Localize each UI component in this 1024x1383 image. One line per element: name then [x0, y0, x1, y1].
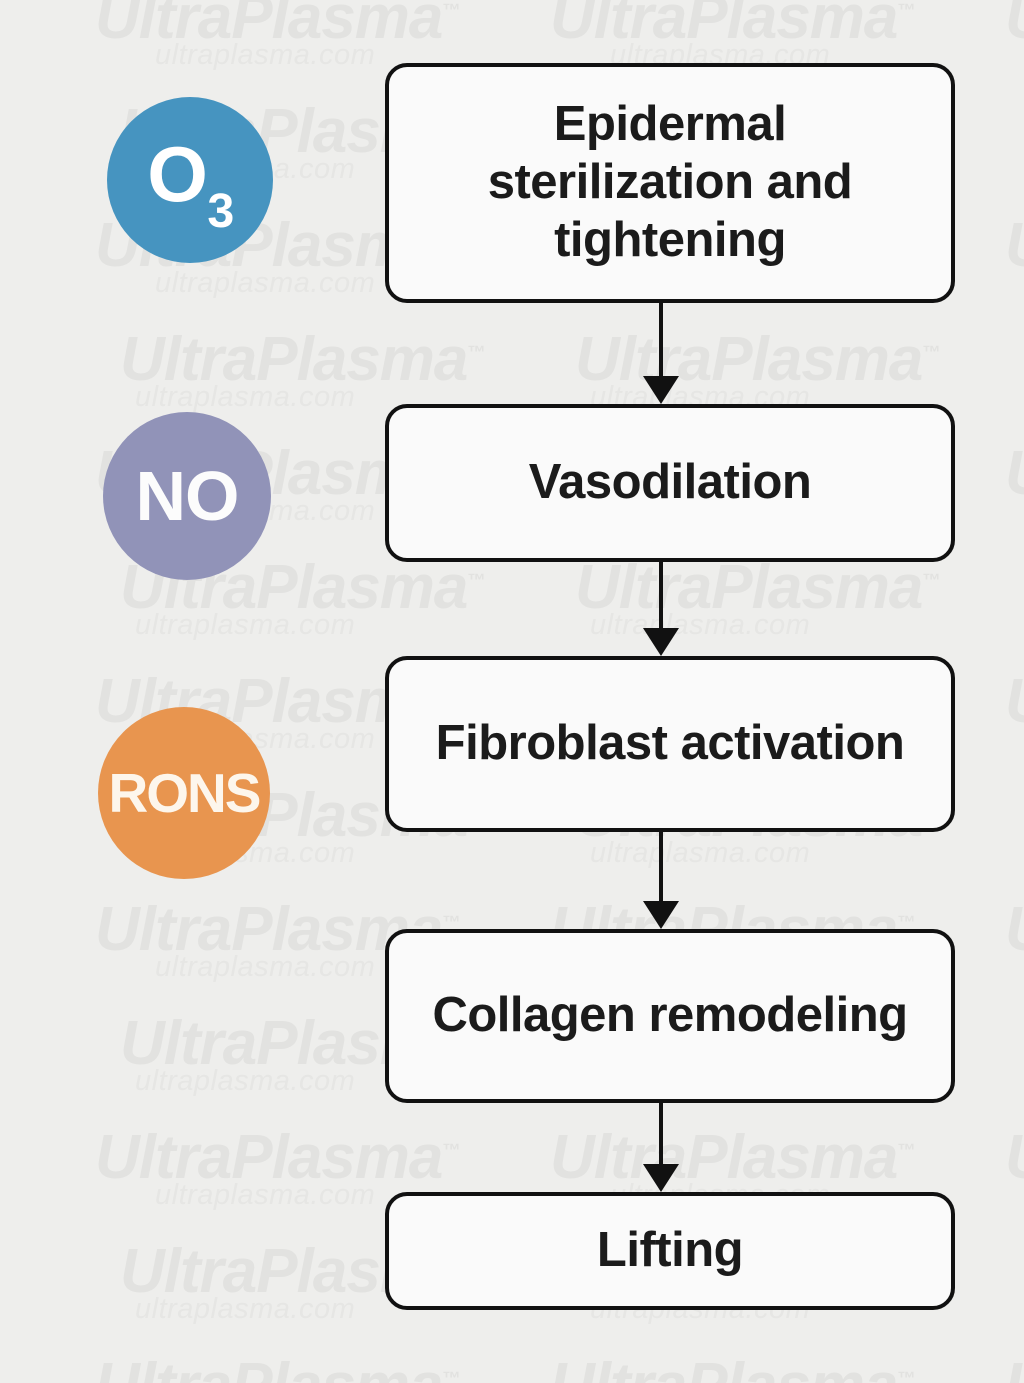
badge-rons: RONS	[98, 707, 270, 879]
badge-nitric-oxide: NO	[103, 412, 271, 580]
arrow-head-icon	[643, 628, 679, 656]
flow-step-label: Lifting	[596, 1223, 744, 1278]
flow-step-epidermal-sterilization: Epidermal sterilization and tightening	[385, 63, 955, 303]
flow-step-lifting: Lifting	[385, 1192, 955, 1310]
badge-rons-label: RONS	[108, 761, 262, 824]
arrow-shaft	[659, 562, 663, 630]
flow-step-label: Fibroblast activation	[435, 716, 905, 771]
flow-step-fibroblast-activation: Fibroblast activation	[385, 656, 955, 832]
flow-step-label: Vasodilation	[528, 455, 812, 510]
arrow-shaft	[659, 1103, 663, 1166]
flow-step-label: Collagen remodeling	[432, 988, 908, 1043]
arrow-head-icon	[643, 1164, 679, 1192]
arrow-shaft	[659, 832, 663, 903]
arrow-shaft	[659, 303, 663, 378]
badge-ozone: O3	[107, 97, 273, 263]
badge-ozone-label: O3	[147, 129, 234, 238]
flow-step-label: Epidermal sterilization and tightening	[487, 97, 853, 267]
flow-step-collagen-remodeling: Collagen remodeling	[385, 929, 955, 1103]
flow-step-vasodilation: Vasodilation	[385, 404, 955, 562]
arrow-head-icon	[643, 901, 679, 929]
badge-ozone-subscript: 3	[207, 183, 234, 238]
arrow-head-icon	[643, 376, 679, 404]
badge-nitric-oxide-label: NO	[135, 457, 240, 535]
